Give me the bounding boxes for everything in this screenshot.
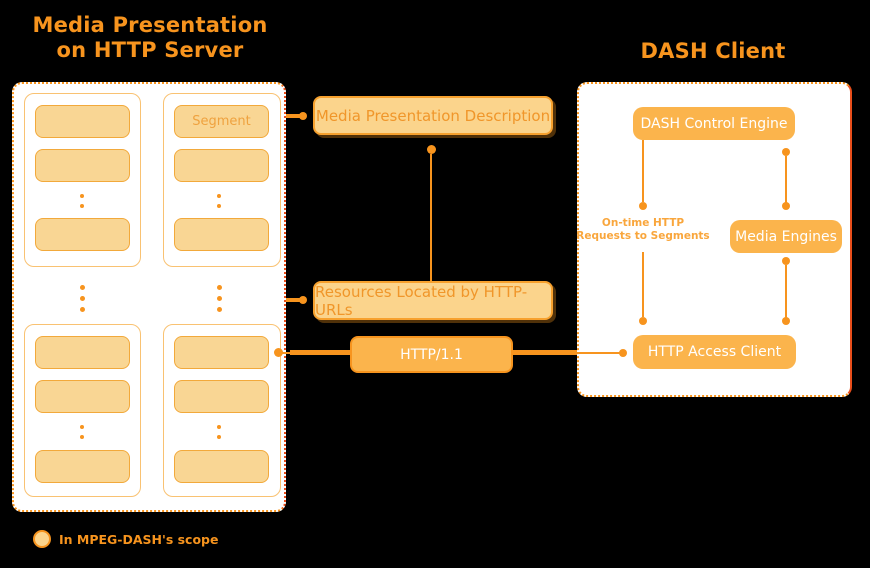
media-engines-box: Media Engines bbox=[730, 220, 842, 253]
resources-located-box: Resources Located by HTTP-URLs bbox=[313, 281, 553, 320]
segment-chip bbox=[174, 218, 269, 251]
server-resources-connector-dot bbox=[299, 296, 307, 304]
server-title-line1: Media Presentation bbox=[32, 13, 268, 37]
segment-chip bbox=[35, 149, 130, 182]
segment-ellipsis-dots bbox=[80, 425, 84, 439]
server-resources-connector-line bbox=[286, 298, 300, 302]
segment-ellipsis-dots bbox=[80, 194, 84, 208]
me-hac-line bbox=[785, 265, 787, 318]
segment-ellipsis-dots bbox=[217, 194, 221, 208]
server-mpd-connector-line bbox=[286, 114, 300, 118]
dash-control-engine-box: DASH Control Engine bbox=[633, 107, 795, 140]
me-hac-dot-top bbox=[782, 257, 790, 265]
segment-chip bbox=[35, 336, 130, 369]
mpd-resources-connector-line bbox=[430, 154, 432, 281]
on-time-label-line1: On-time HTTP bbox=[601, 217, 685, 229]
dce-me-line bbox=[785, 156, 787, 203]
me-hac-dot-bottom bbox=[782, 317, 790, 325]
mpd-resources-connector-dot bbox=[427, 145, 436, 154]
representation-ellipsis-dots bbox=[80, 285, 85, 312]
http11-client-thick-line bbox=[513, 350, 577, 355]
dce-down-line-upper bbox=[642, 140, 644, 202]
segment-chip bbox=[174, 336, 269, 369]
on-time-label-line2: Requests to Segments bbox=[576, 230, 710, 242]
legend-text: In MPEG-DASH's scope bbox=[59, 532, 219, 547]
dce-down-dot-lower bbox=[639, 317, 647, 325]
media-presentation-description-box: Media Presentation Description bbox=[313, 96, 553, 135]
http11-access-dot bbox=[619, 349, 627, 357]
dce-me-dot-top bbox=[782, 148, 790, 156]
dce-me-dot-bottom bbox=[782, 202, 790, 210]
segment-chip bbox=[35, 105, 130, 138]
server-title: Media Presentation on HTTP Server bbox=[20, 13, 280, 63]
server-mpd-connector-dot bbox=[299, 112, 307, 120]
server-http11-thick-line bbox=[290, 350, 350, 355]
segment-http-thin-line bbox=[282, 352, 292, 354]
on-time-requests-label: On-time HTTP Requests to Segments bbox=[573, 217, 713, 243]
segment-chip bbox=[35, 218, 130, 251]
client-title: DASH Client bbox=[640, 39, 786, 63]
dce-down-line-lower bbox=[642, 252, 644, 317]
http-access-client-box: HTTP Access Client bbox=[633, 335, 796, 369]
segment-chip bbox=[174, 149, 269, 182]
http11-access-thin-line bbox=[577, 352, 623, 354]
segment-chip bbox=[35, 450, 130, 483]
representation-ellipsis-dots bbox=[217, 285, 222, 312]
server-title-line2: on HTTP Server bbox=[56, 38, 244, 62]
http11-box: HTTP/1.1 bbox=[350, 336, 513, 373]
legend-scope-icon bbox=[33, 530, 51, 548]
segment-chip bbox=[174, 380, 269, 413]
segment-chip bbox=[35, 380, 130, 413]
dce-down-dot-upper bbox=[639, 202, 647, 210]
segment-http-connector-dot bbox=[274, 348, 283, 357]
segment-chip bbox=[174, 450, 269, 483]
segment-chip-labeled: Segment bbox=[174, 105, 269, 138]
segment-ellipsis-dots bbox=[217, 425, 221, 439]
